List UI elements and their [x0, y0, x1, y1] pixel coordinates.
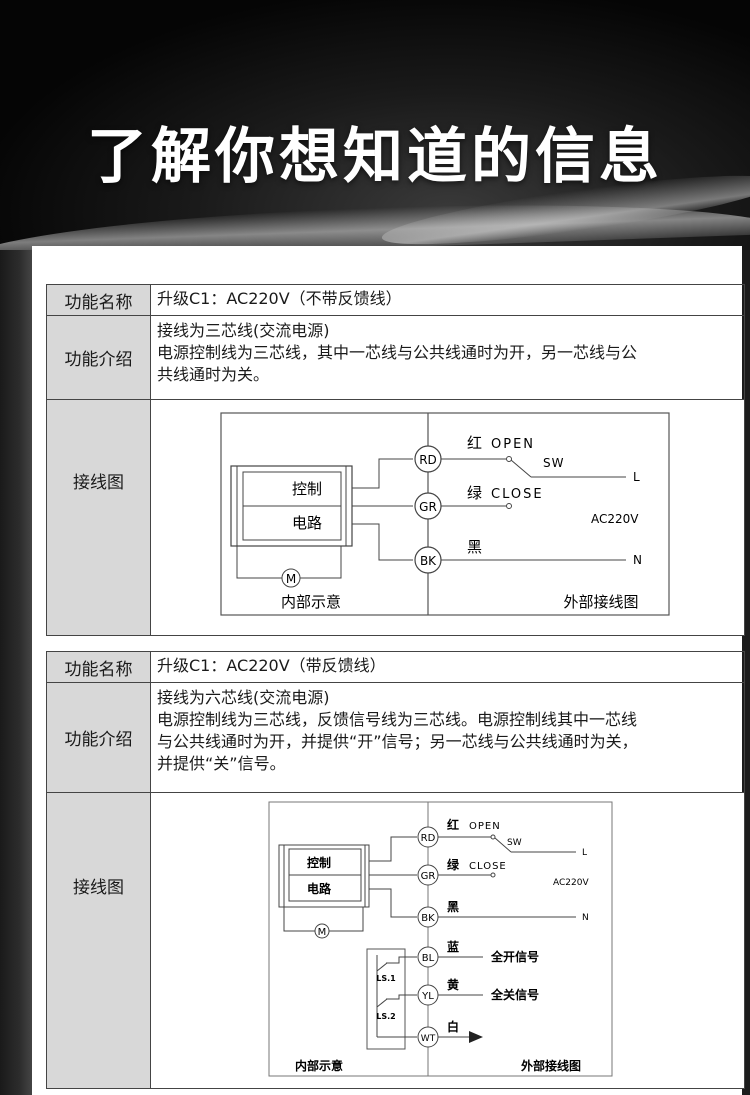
side-backdrop-right: [742, 250, 750, 1095]
white-label: 白: [447, 1019, 459, 1034]
intro-line: 并提供“关”信号。: [157, 754, 286, 773]
red-label: 红: [447, 817, 459, 832]
ls2-blade: [376, 998, 388, 1008]
control-box-bottom: [288, 874, 362, 902]
external-label: 外部接线图: [521, 1058, 581, 1073]
l-label: L: [582, 848, 587, 858]
motor-wire: [300, 546, 342, 579]
intro-line: 电源控制线为三芯线，反馈信号线为三芯线。电源控制线其中一芯线: [157, 710, 638, 729]
function-intro-label: 功能介绍: [46, 682, 151, 793]
function-intro-label: 功能介绍: [46, 315, 151, 400]
intro-line: 电源控制线为三芯线，其中一芯线与公共线通时为开，另一芯线与公: [157, 343, 638, 362]
green-label: 绿: [447, 857, 460, 872]
function-intro-value: 接线为六芯线(交流电源) 电源控制线为三芯线，反馈信号线为三芯线。电源控制线其中…: [150, 682, 745, 793]
function-name-label: 功能名称: [46, 651, 151, 683]
blue-label: 蓝: [447, 939, 459, 954]
control-box-top: [242, 471, 342, 507]
wire-bl: [386, 956, 417, 964]
wire-bk: [352, 523, 413, 561]
ac220v-label: AC220V: [591, 512, 639, 526]
n-label: N: [633, 553, 642, 567]
wiring-diagram-label: 接线图: [46, 792, 151, 1089]
control-box-bottom: [242, 505, 342, 541]
motor-label: M: [318, 927, 327, 938]
black-label: 黑: [467, 538, 482, 556]
close-contact: [490, 872, 496, 878]
intro-line: 接线为三芯线(交流电源): [157, 321, 330, 340]
control-box-top: [288, 848, 362, 876]
terminal-wt-label: WT: [421, 1034, 436, 1044]
switch-blade: [494, 837, 512, 853]
open-contact: [490, 834, 496, 840]
switch-blade: [510, 459, 532, 478]
open-label: OPEN: [469, 821, 501, 832]
motor-wire: [329, 907, 364, 932]
arrow-icon: [469, 1031, 483, 1043]
page-title: 了解你想知道的信息: [87, 122, 663, 192]
spec-table-no-feedback: 功能名称 升级C1：AC220V（不带反馈线） 功能介绍 接线为三芯线(交流电源…: [46, 284, 745, 636]
motor-label: M: [286, 572, 296, 586]
open-label: OPEN: [491, 437, 535, 452]
wiring-diagram-with-feedback: 控制 电路 M RD GR BK: [268, 801, 613, 1077]
control-label: 控制: [292, 480, 322, 498]
terminal-yl-label: YL: [421, 991, 434, 1002]
circuit-label: 电路: [307, 881, 332, 896]
motor-wire: [283, 907, 315, 932]
wiring-diagram-label: 接线图: [46, 399, 151, 636]
ls1-label: LS.1: [376, 974, 396, 983]
wire-bk: [369, 888, 417, 918]
intro-line: 与公共线通时为开，并提供“开”信号；另一芯线与公共线通时为关，: [157, 732, 638, 751]
wiring-diagram-no-feedback: 控制 电路 M 内部示意 RD GR BK: [220, 412, 670, 616]
n-label: N: [582, 913, 589, 923]
green-label: 绿: [467, 484, 482, 502]
terminal-bk-label: BK: [420, 554, 437, 568]
wiring-diagram-cell: 控制 电路 M RD GR BK: [150, 792, 745, 1089]
sw-label: SW: [543, 456, 564, 470]
wire-yl: [386, 994, 417, 1000]
terminal-bk-label: BK: [421, 913, 435, 924]
ls1-blade: [376, 962, 388, 972]
close-label: CLOSE: [469, 861, 507, 872]
yellow-label: 黄: [447, 977, 459, 992]
wire-rd: [352, 458, 413, 489]
wire-rd: [369, 836, 417, 862]
motor-icon: [314, 923, 330, 939]
intro-line: 接线为六芯线(交流电源): [157, 688, 330, 707]
side-backdrop-left: [0, 250, 32, 1095]
diagram-frame: [268, 801, 613, 1077]
full-open-label: 全开信号: [490, 949, 539, 964]
sw-label: SW: [507, 838, 522, 848]
red-label: 红: [467, 434, 482, 452]
function-name-value: 升级C1：AC220V（带反馈线）: [150, 651, 745, 683]
motor-wire: [236, 546, 282, 579]
ls2-label: LS.2: [376, 1012, 395, 1021]
terminal-rd-label: RD: [419, 453, 437, 467]
external-label: 外部接线图: [563, 593, 638, 611]
spec-table-with-feedback: 功能名称 升级C1：AC220V（带反馈线） 功能介绍 接线为六芯线(交流电源)…: [46, 651, 745, 1089]
function-name-label: 功能名称: [46, 284, 151, 316]
open-contact: [506, 456, 512, 462]
l-label: L: [633, 470, 640, 484]
hero-banner: 了解你想知道的信息: [0, 0, 750, 250]
terminal-bl-label: BL: [422, 953, 435, 964]
function-name-value: 升级C1：AC220V（不带反馈线）: [150, 284, 745, 316]
terminal-gr-label: GR: [421, 871, 436, 882]
circuit-label: 电路: [292, 514, 322, 532]
motor-icon: [281, 568, 301, 588]
black-label: 黑: [447, 900, 459, 914]
intro-line: 共线通时为关。: [157, 365, 270, 384]
wiring-diagram-cell: 控制 电路 M 内部示意 RD GR BK: [150, 399, 745, 636]
close-label: CLOSE: [491, 487, 544, 502]
internal-label: 内部示意: [281, 593, 341, 611]
full-close-label: 全关信号: [490, 987, 539, 1002]
function-intro-value: 接线为三芯线(交流电源) 电源控制线为三芯线，其中一芯线与公共线通时为开，另一芯…: [150, 315, 745, 400]
internal-label: 内部示意: [295, 1058, 343, 1073]
control-label: 控制: [307, 855, 331, 870]
terminal-gr-label: GR: [419, 500, 437, 514]
close-contact: [506, 503, 512, 509]
ac220v-label: AC220V: [553, 878, 589, 888]
terminal-rd-label: RD: [421, 833, 436, 844]
